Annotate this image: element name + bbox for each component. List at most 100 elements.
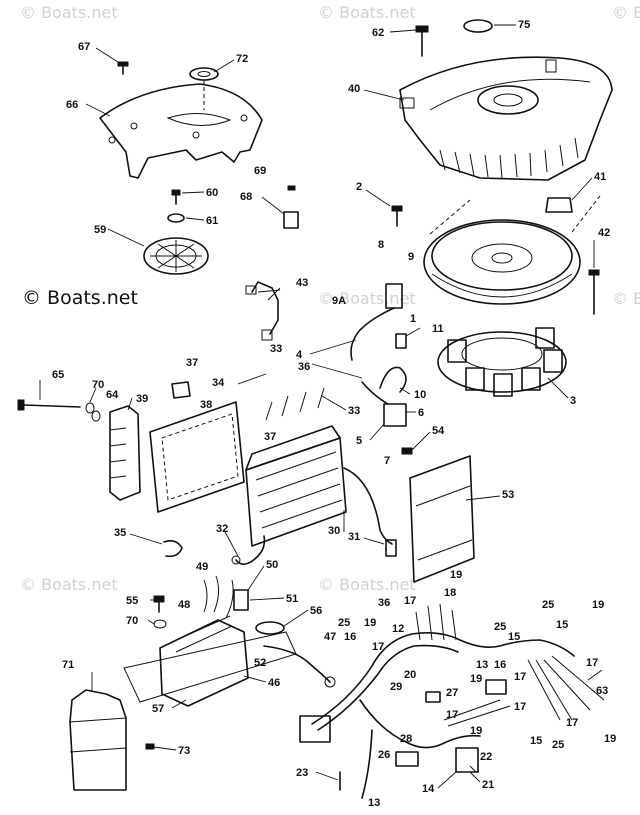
callout-17: 17 bbox=[514, 701, 526, 713]
part-plate-53 bbox=[409, 455, 475, 583]
callout-17: 17 bbox=[566, 717, 578, 729]
callout-28: 28 bbox=[400, 733, 412, 745]
callout-32: 32 bbox=[216, 523, 228, 535]
part-plate-38 bbox=[149, 401, 245, 513]
callout-59: 59 bbox=[94, 224, 106, 236]
callout-27: 27 bbox=[446, 687, 458, 699]
part-harness-12 bbox=[299, 603, 605, 799]
callout-30: 30 bbox=[328, 525, 340, 537]
part-grommet-37 bbox=[171, 381, 191, 399]
callout-52: 52 bbox=[254, 657, 266, 669]
callout-9: 9 bbox=[408, 251, 414, 263]
part-screw-67 bbox=[117, 61, 129, 75]
part-hardware-59-61 bbox=[143, 189, 209, 275]
callout-34: 34 bbox=[212, 377, 225, 389]
watermark: © Boats.net bbox=[612, 289, 640, 308]
part-screw-73 bbox=[145, 743, 155, 750]
watermark: © Boats.net bbox=[20, 575, 118, 594]
callout-17: 17 bbox=[514, 671, 526, 683]
part-connector-51 bbox=[233, 589, 249, 611]
part-outline-57 bbox=[123, 631, 297, 703]
callout-19: 19 bbox=[470, 673, 482, 685]
part-bolt-65 bbox=[17, 399, 81, 411]
callout-25: 25 bbox=[552, 739, 564, 751]
watermark: © Boats.net bbox=[22, 287, 138, 309]
callout-68: 68 bbox=[240, 191, 252, 203]
callout-11: 11 bbox=[432, 323, 444, 335]
part-wire-32 bbox=[231, 535, 266, 565]
part-plate-66 bbox=[99, 80, 263, 179]
callout-38: 38 bbox=[200, 399, 212, 411]
watermark: © Boats.net bbox=[612, 3, 640, 22]
callout-1: 1 bbox=[410, 313, 416, 325]
watermark: © Boats.net bbox=[318, 3, 416, 22]
callout-18: 18 bbox=[444, 587, 456, 599]
callout-65: 65 bbox=[52, 369, 64, 381]
callout-75: 75 bbox=[518, 19, 530, 31]
part-plug-41 bbox=[545, 197, 573, 213]
callout-7: 7 bbox=[384, 455, 390, 467]
callout-55: 55 bbox=[126, 595, 138, 607]
callout-25: 25 bbox=[338, 617, 350, 629]
part-wire-10 bbox=[379, 366, 407, 393]
callout-70: 70 bbox=[126, 615, 138, 627]
part-bolt-2 bbox=[391, 205, 403, 227]
callout-13: 13 bbox=[368, 797, 380, 809]
callout-71: 71 bbox=[62, 659, 74, 671]
callout-17: 17 bbox=[372, 641, 384, 653]
callout-57: 57 bbox=[152, 703, 164, 715]
callout-31: 31 bbox=[348, 531, 360, 543]
part-wire-31 bbox=[343, 467, 397, 557]
callout-25: 25 bbox=[542, 599, 554, 611]
part-bolt-42 bbox=[588, 269, 600, 315]
part-plug-75 bbox=[463, 19, 493, 33]
callout-20: 20 bbox=[404, 669, 416, 681]
callout-17: 17 bbox=[586, 657, 598, 669]
part-screw-54 bbox=[401, 447, 413, 455]
callout-69: 69 bbox=[254, 165, 266, 177]
callout-19: 19 bbox=[604, 733, 616, 745]
callout-12: 12 bbox=[392, 623, 404, 635]
part-wire-43 bbox=[245, 281, 279, 341]
callout-25: 25 bbox=[494, 621, 506, 633]
part-clamp-35 bbox=[163, 540, 183, 558]
callout-19: 19 bbox=[470, 725, 482, 737]
callout-17: 17 bbox=[404, 595, 416, 607]
callout-33: 33 bbox=[348, 405, 360, 417]
watermark: © Boats.net bbox=[318, 575, 416, 594]
callout-19: 19 bbox=[450, 569, 462, 581]
callout-50: 50 bbox=[266, 559, 278, 571]
part-block-39 bbox=[109, 405, 141, 501]
callout-3: 3 bbox=[570, 395, 576, 407]
part-coil-46 bbox=[159, 575, 249, 707]
callout-56: 56 bbox=[310, 605, 322, 617]
part-bolt-55 bbox=[153, 595, 167, 629]
callout-15: 15 bbox=[508, 631, 520, 643]
callout-29: 29 bbox=[390, 681, 402, 693]
callout-62: 62 bbox=[372, 27, 384, 39]
callout-53: 53 bbox=[502, 489, 514, 501]
part-stator-3 bbox=[437, 327, 567, 397]
callout-15: 15 bbox=[530, 735, 542, 747]
callout-40: 40 bbox=[348, 83, 360, 95]
callout-19: 19 bbox=[364, 617, 376, 629]
part-sensor-68 bbox=[283, 185, 299, 229]
callout-67: 67 bbox=[78, 41, 90, 53]
callout-61: 61 bbox=[206, 215, 218, 227]
callout-5: 5 bbox=[356, 435, 362, 447]
part-connector-8 bbox=[350, 283, 403, 361]
callout-21: 21 bbox=[482, 779, 494, 791]
part-terminal-6 bbox=[361, 381, 407, 427]
leader-lines bbox=[39, 24, 603, 789]
callout-26: 26 bbox=[378, 749, 390, 761]
callout-46: 46 bbox=[268, 677, 280, 689]
part-powerpack-30 bbox=[245, 387, 347, 547]
callout-54: 54 bbox=[432, 425, 445, 437]
callout-73: 73 bbox=[178, 745, 190, 757]
callout-49: 49 bbox=[196, 561, 208, 573]
callout-39: 39 bbox=[136, 393, 148, 405]
callout-16: 16 bbox=[494, 659, 506, 671]
part-washers-64-70 bbox=[85, 402, 101, 422]
callout-9a: 9A bbox=[332, 295, 346, 307]
callout-labels: 67 72 62 75 40 66 60 69 68 61 59 2 41 8 … bbox=[52, 19, 616, 809]
